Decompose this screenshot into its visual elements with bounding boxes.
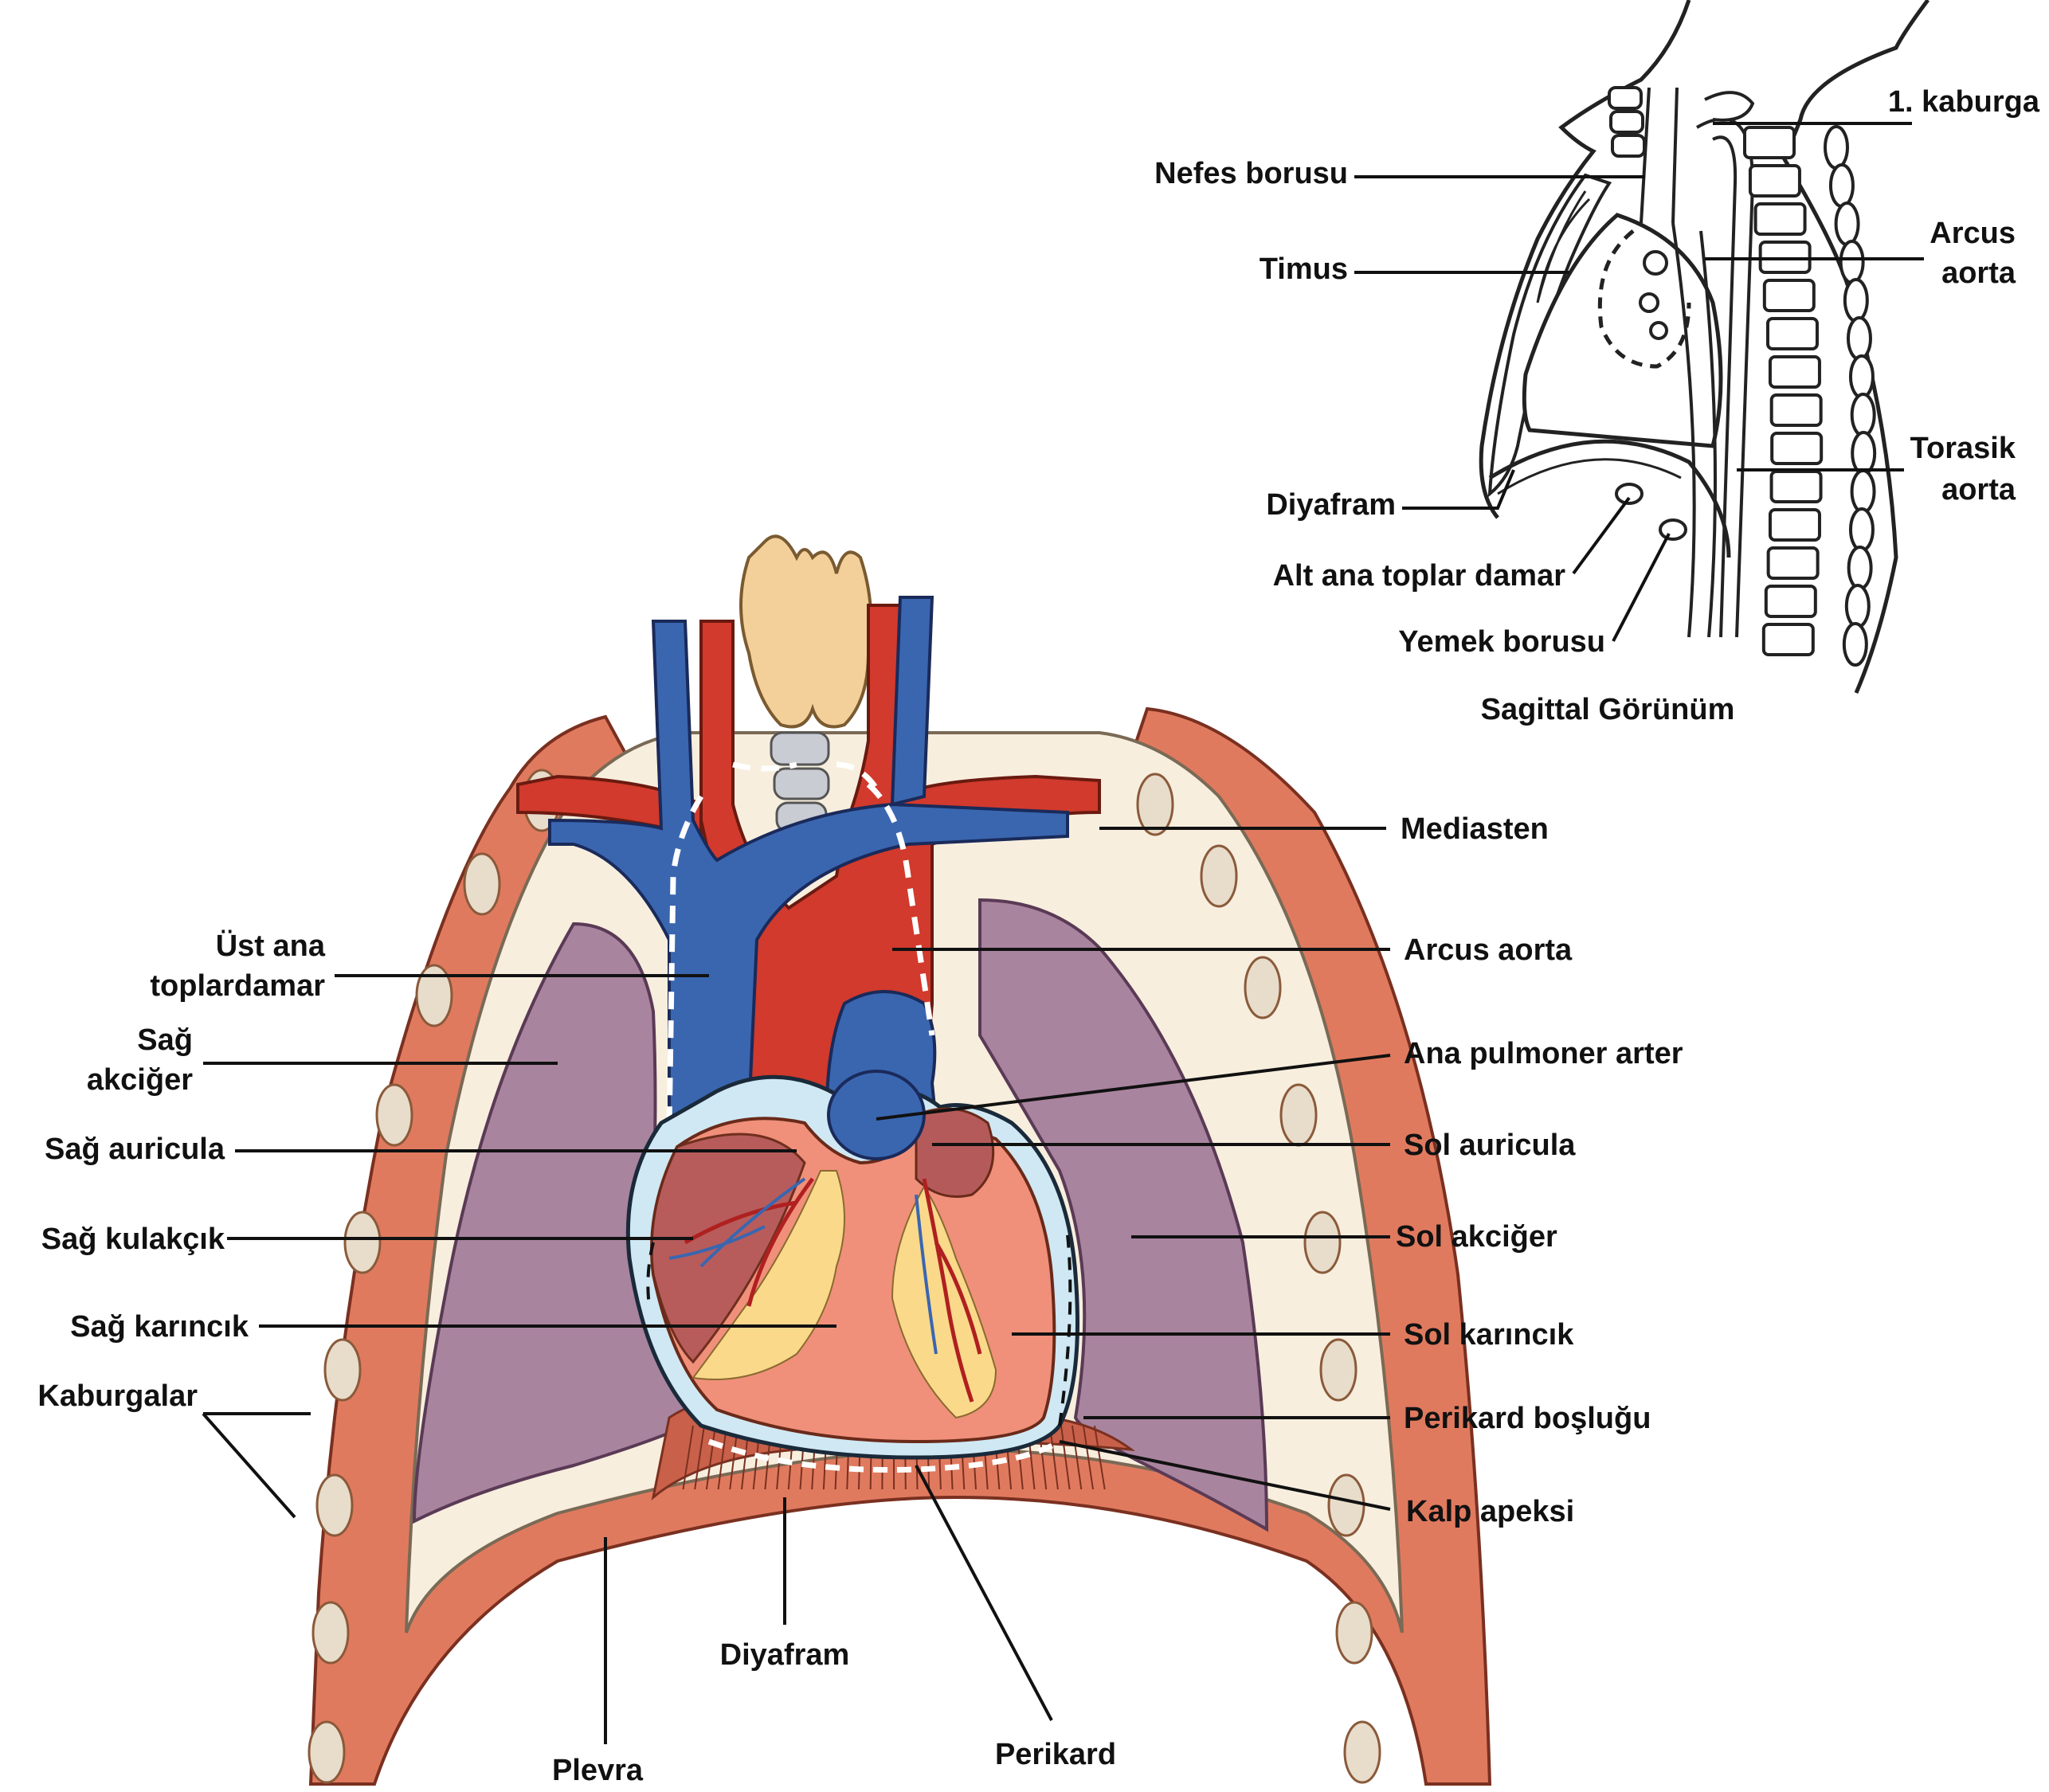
label-esophagus: Yemek borusu [1398,625,1605,659]
sagittal-vertebrae [1745,127,1875,665]
sagittal-vessel-2 [1640,294,1658,311]
vertebra [1764,624,1813,655]
vertebra [1772,395,1821,425]
spinous-process [1847,585,1869,627]
rib-section [1321,1340,1356,1400]
label-pleura: Plevra [552,1754,644,1787]
spinous-process [1851,509,1873,550]
spinous-process [1831,165,1853,206]
spinous-process [1836,203,1859,245]
thyroid-gland [741,536,871,726]
spinous-process [1841,241,1863,283]
label-trachea: Nefes borusu [1154,157,1348,190]
spinous-process [1844,624,1867,665]
label-apex: Kalp apeksi [1406,1495,1574,1528]
spinous-process [1852,471,1875,512]
label-left-ventricle: Sol karıncık [1404,1318,1574,1352]
left-jugular-vein [892,597,932,804]
label-thoracic-aorta-1: Torasik [1910,432,2016,465]
spinous-process [1845,280,1867,321]
rib-section [313,1602,348,1663]
rib-section [464,854,500,914]
sagittal-diaphragm-inner [1498,460,1681,494]
rib-section [1337,1602,1372,1663]
label-right-auricle: Sağ auricula [45,1133,225,1166]
spinous-process [1825,127,1847,168]
vertebra [1750,166,1800,196]
vertebra [1768,319,1817,349]
label-inferior-vena-cava: Alt ana toplar damar [1273,559,1566,593]
sagittal-vessel-1 [1644,252,1667,274]
label-left-auricle: Sol auricula [1404,1129,1576,1162]
label-diaphragm: Diyafram [720,1638,850,1672]
vertebra [1769,548,1818,578]
spinous-process [1851,356,1873,397]
rib-section [1245,957,1280,1018]
vertebra [1770,510,1820,540]
sagittal-cervical [1609,88,1644,156]
sagittal-esophagus-cut [1660,520,1686,539]
label-right-ventricle: Sağ karıncık [70,1310,249,1344]
label-first-rib: 1. kaburga [1888,85,2040,119]
sagittal-first-rib [1705,92,1753,120]
vertebra [1770,357,1820,387]
rib-section [309,1722,344,1782]
frontal-view [309,536,1490,1784]
label-pulmonary-trunk: Ana pulmoner arter [1404,1037,1683,1070]
label-pericardium: Perikard [995,1738,1116,1771]
rib-section [1138,774,1173,835]
label-svc-2: toplardamar [150,969,325,1003]
label-aortic-arch-sagittal-1: Arcus [1930,217,2016,250]
label-diaphragm-sagittal: Diyafram [1266,488,1396,522]
label-sagittal-caption: Sagittal Görünüm [1481,693,1735,726]
rib-section [317,1475,352,1536]
sagittal-trachea [1641,88,1677,223]
label-aortic-arch-sagittal-2: aorta [1941,256,2016,290]
label-right-atrium: Sağ kulakçık [41,1223,225,1256]
label-ribs: Kaburgalar [37,1379,198,1413]
spinous-process [1849,547,1871,589]
rib-section [325,1340,360,1400]
rib-section [377,1085,412,1145]
vertebra [1756,204,1805,234]
rib-section [1305,1212,1340,1273]
label-left-lung: Sol akciğer [1396,1220,1557,1254]
rib-section [345,1212,380,1273]
vertebra [1745,127,1794,158]
label-thoracic-aorta-2: aorta [1941,473,2016,507]
label-mediastinum: Mediasten [1401,812,1549,846]
vertebra [1765,280,1814,311]
rib-section [1201,846,1236,906]
rib-section [1281,1085,1316,1145]
label-aortic-arch: Arcus aorta [1404,933,1573,967]
label-right-lung-2: akciğer [87,1063,193,1097]
spinous-process [1848,318,1871,359]
sagittal-ivc [1616,484,1642,503]
rib-section [1345,1722,1380,1782]
rib-section [1329,1475,1364,1536]
label-svc-1: Üst ana [216,929,326,963]
label-pericardial-cavity: Perikard boşluğu [1404,1402,1651,1435]
spinous-process [1852,432,1875,474]
left-auricle [916,1109,993,1197]
label-thymus: Timus [1260,252,1348,286]
spinous-process [1852,394,1875,436]
vertebra [1772,471,1821,502]
label-right-lung-1: Sağ [137,1023,193,1057]
sagittal-vessel-3 [1651,323,1667,338]
vertebra [1766,586,1816,616]
vertebra [1772,433,1821,464]
